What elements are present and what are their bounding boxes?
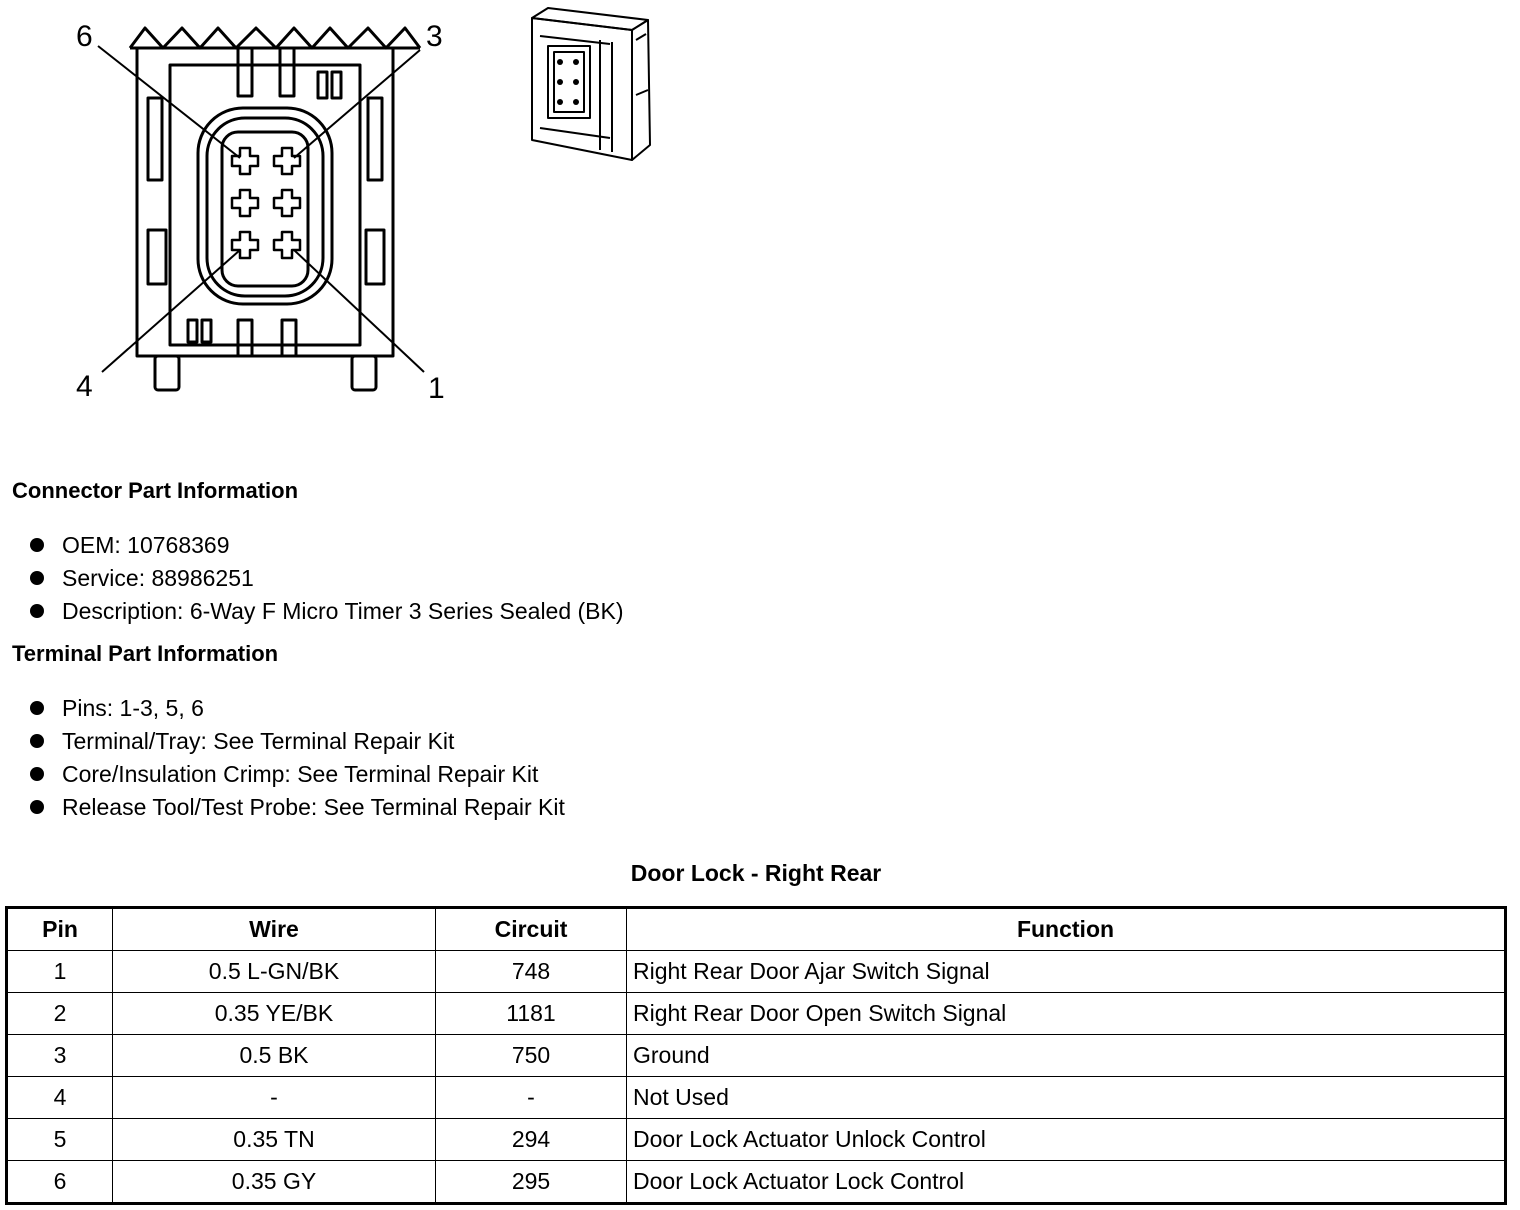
pin-label-3: 3 (426, 20, 443, 53)
cell-wire: 0.5 BK (112, 1034, 436, 1077)
terminal-info-heading: Terminal Part Information (12, 641, 279, 666)
table-row: 5 0.35 TN 294 Door Lock Actuator Unlock … (6, 1118, 1506, 1161)
list-item: Core/Insulation Crimp: See Terminal Repa… (30, 758, 565, 791)
list-item: Terminal/Tray: See Terminal Repair Kit (30, 725, 565, 758)
table-title: Door Lock - Right Rear (630, 860, 882, 886)
cell-function: Door Lock Actuator Lock Control (626, 1160, 1506, 1204)
cell-pin: 3 (6, 1034, 113, 1077)
pin-label-4: 4 (76, 370, 93, 403)
pin-label-1: 1 (428, 372, 445, 405)
cell-circuit: - (435, 1076, 627, 1119)
cell-function: Door Lock Actuator Unlock Control (626, 1118, 1506, 1161)
list-item: Pins: 1-3, 5, 6 (30, 692, 565, 725)
pinout-table: Pin Wire Circuit Function 1 0.5 L-GN/BK … (5, 906, 1507, 1205)
connector-info-heading: Connector Part Information (12, 478, 299, 503)
pin-label-6: 6 (76, 20, 93, 53)
cell-function: Right Rear Door Ajar Switch Signal (626, 950, 1506, 993)
cell-pin: 6 (6, 1160, 113, 1204)
list-item: Description: 6-Way F Micro Timer 3 Serie… (30, 595, 624, 628)
cell-wire: 0.35 YE/BK (112, 992, 436, 1035)
list-item: Release Tool/Test Probe: See Terminal Re… (30, 791, 565, 824)
column-header-circuit: Circuit (435, 907, 627, 951)
list-item: Service: 88986251 (30, 562, 624, 595)
connector-thumbnail-image (531, 7, 651, 161)
cell-pin: 2 (6, 992, 113, 1035)
column-header-wire: Wire (112, 907, 436, 951)
cell-function: Right Rear Door Open Switch Signal (626, 992, 1506, 1035)
connector-info-list: OEM: 10768369 Service: 88986251 Descript… (30, 529, 624, 628)
table-header-row: Pin Wire Circuit Function (6, 907, 1506, 951)
cell-circuit: 294 (435, 1118, 627, 1161)
cell-circuit: 1181 (435, 992, 627, 1035)
cell-circuit: 750 (435, 1034, 627, 1077)
list-item: OEM: 10768369 (30, 529, 624, 562)
column-header-function: Function (626, 907, 1506, 951)
column-header-pin: Pin (6, 907, 113, 951)
cell-wire: - (112, 1076, 436, 1119)
connector-face-diagram: 6 3 4 1 (76, 20, 445, 405)
table-row: 3 0.5 BK 750 Ground (6, 1034, 1506, 1077)
table-row: 4 - - Not Used (6, 1076, 1506, 1119)
cell-pin: 5 (6, 1118, 113, 1161)
cell-function: Not Used (626, 1076, 1506, 1119)
table-row: 6 0.35 GY 295 Door Lock Actuator Lock Co… (6, 1160, 1506, 1204)
cell-pin: 4 (6, 1076, 113, 1119)
cell-circuit: 748 (435, 950, 627, 993)
cell-wire: 0.35 GY (112, 1160, 436, 1204)
cell-circuit: 295 (435, 1160, 627, 1204)
cell-function: Ground (626, 1034, 1506, 1077)
table-row: 1 0.5 L-GN/BK 748 Right Rear Door Ajar S… (6, 950, 1506, 993)
cell-pin: 1 (6, 950, 113, 993)
cell-wire: 0.35 TN (112, 1118, 436, 1161)
terminal-info-list: Pins: 1-3, 5, 6 Terminal/Tray: See Termi… (30, 692, 565, 824)
cell-wire: 0.5 L-GN/BK (112, 950, 436, 993)
table-row: 2 0.35 YE/BK 1181 Right Rear Door Open S… (6, 992, 1506, 1035)
